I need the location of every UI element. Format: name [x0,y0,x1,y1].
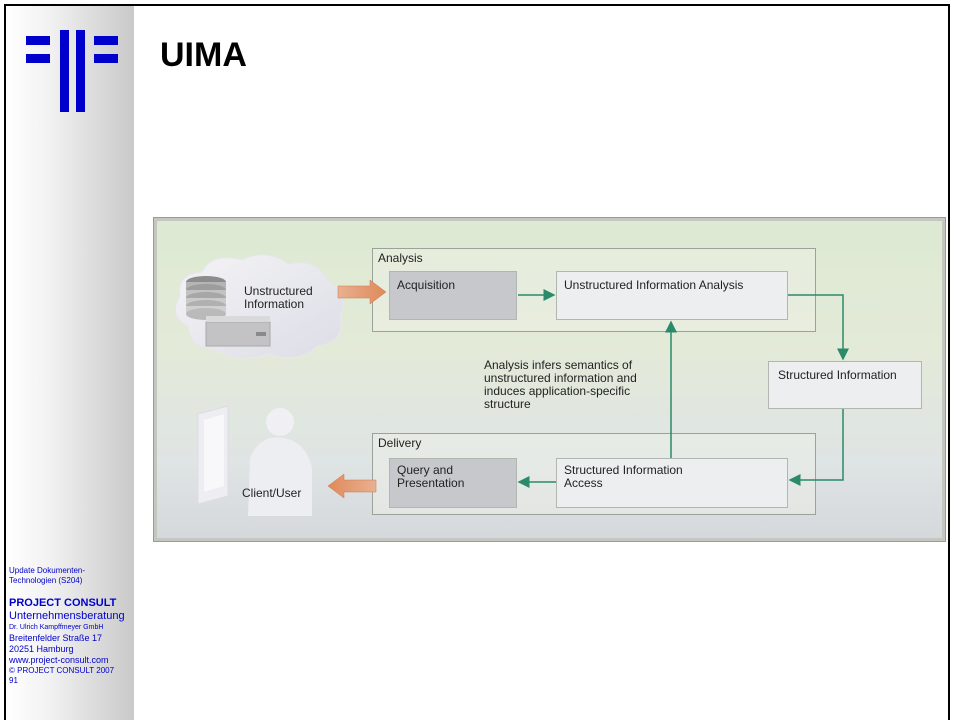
uima-diagram: Unstructured Information Analysis Acquis… [153,217,946,542]
client-label: Client/User [242,486,302,500]
query-label-line2: Presentation [397,476,465,490]
sia-label-line2: Access [564,476,603,490]
output-arrow [327,473,377,499]
course-line2: Technologien (S204) [9,576,83,585]
server-cloud-icon [175,254,344,359]
uia-to-si-arrow [788,294,849,361]
company-street: Breitenfelder Straße 17 [9,633,103,643]
si-to-sia-arrow [788,409,844,486]
structured-info-label: Structured Information [778,368,897,382]
page-number: 91 [9,676,18,685]
company-name: PROJECT CONSULT [9,597,117,609]
company-subtitle: Unternehmensberatung [9,610,125,622]
note-line4: structure [484,397,531,411]
company-person: Dr. Ulrich Kampffmeyer GmbH [9,624,104,631]
sidebar [6,6,134,720]
analysis-label: Analysis [378,251,423,265]
structured-info-box [768,361,922,409]
delivery-label: Delivery [378,436,422,450]
company-city: 20251 Hamburg [9,644,74,654]
company-web: www.project-consult.com [9,655,109,665]
flow-arrows [327,279,849,499]
user-computer-icon [197,405,312,516]
note-line3: induces application-specific [484,384,631,398]
input-arrow [337,279,387,305]
logo-icon [26,30,118,112]
acquisition-label: Acquisition [397,278,456,292]
query-box [389,458,517,508]
uia-box [556,271,788,320]
slide-frame [4,4,950,720]
note-line1: Analysis infers semantics of [484,358,633,372]
sia-box [556,458,788,508]
uia-label: Unstructured Information Analysis [564,278,744,292]
footer-info: Update Dokumenten- Technologien (S204) P… [9,566,135,686]
source-label-line1: Unstructured [244,284,313,298]
copyright: © PROJECT CONSULT 2007 [9,666,115,675]
source-label-line2: Information [244,297,305,311]
page-title: UIMA [160,36,247,74]
query-label-line1: Query and [397,463,454,477]
sia-label-line1: Structured Information [564,463,683,477]
course-line1: Update Dokumenten- [9,566,86,575]
acquisition-box [389,271,517,320]
note-line2: unstructured information and [484,371,637,385]
